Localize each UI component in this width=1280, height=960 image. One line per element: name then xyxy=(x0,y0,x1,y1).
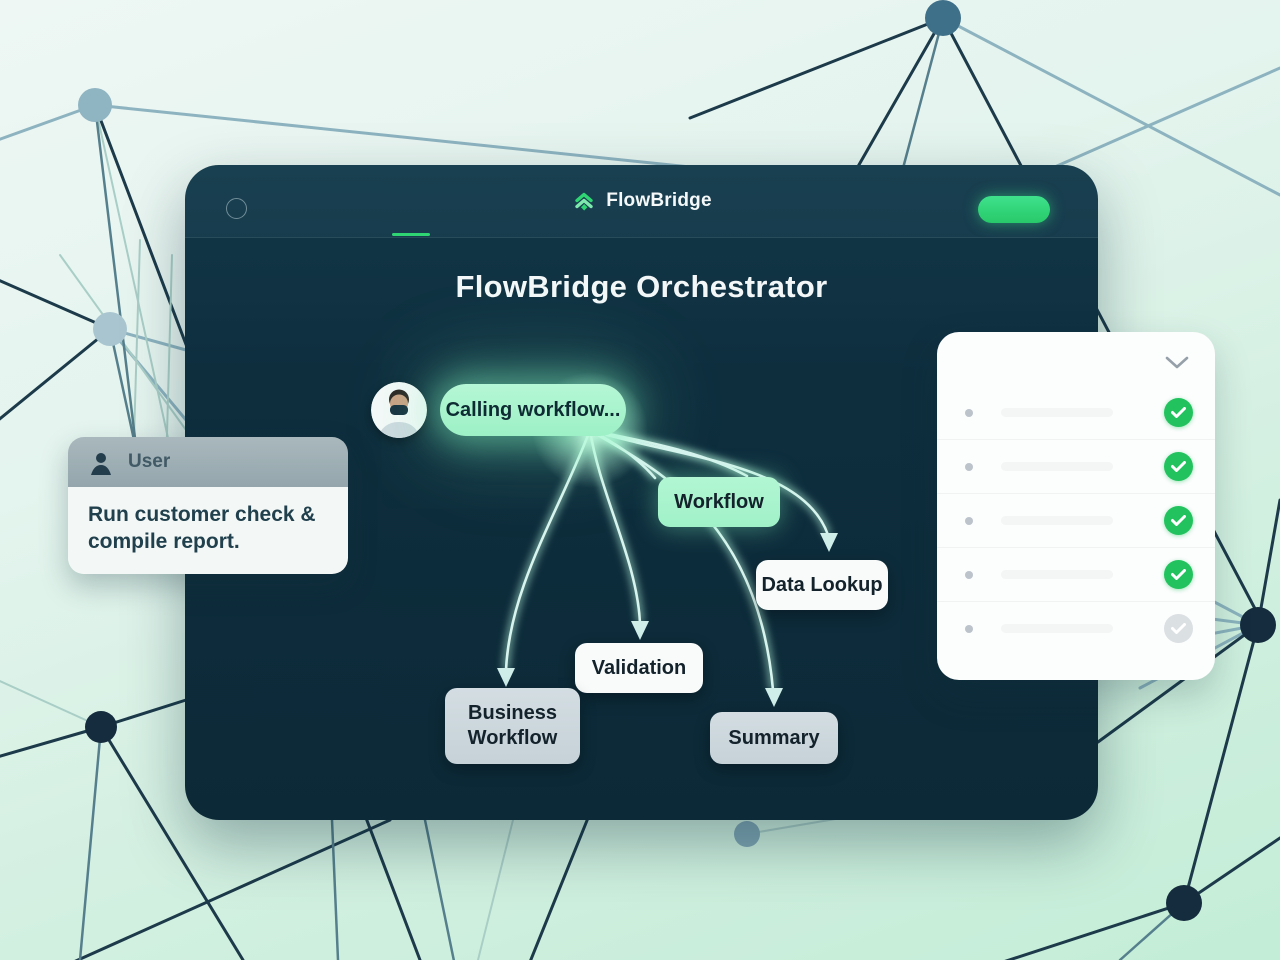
check-icon xyxy=(1164,452,1193,481)
checklist-rows xyxy=(937,386,1215,655)
bullet-dot-icon xyxy=(965,624,973,633)
avatar xyxy=(371,382,427,438)
node-summary[interactable]: Summary xyxy=(710,712,838,764)
item-placeholder xyxy=(1001,624,1113,633)
checklist-item[interactable] xyxy=(937,493,1215,547)
item-placeholder xyxy=(1001,408,1113,417)
user-card-header: User xyxy=(68,437,348,487)
primary-cta-button[interactable] xyxy=(978,196,1050,223)
node-data-lookup[interactable]: Data Lookup xyxy=(756,560,888,610)
checklist-item[interactable] xyxy=(937,386,1215,439)
check-icon xyxy=(1164,614,1193,643)
window-header: FlowBridge xyxy=(185,165,1098,238)
checklist-item[interactable] xyxy=(937,601,1215,655)
chat-bubble: Calling workflow... xyxy=(440,384,626,436)
logo-text: FlowBridge xyxy=(606,190,712,211)
item-placeholder xyxy=(1001,516,1113,525)
bullet-dot-icon xyxy=(965,570,973,579)
network-node-circles xyxy=(78,0,1276,921)
bullet-dot-icon xyxy=(965,408,973,417)
bullet-dot-icon xyxy=(965,462,973,471)
node-workflow[interactable]: Workflow xyxy=(658,477,780,527)
task-checklist-panel xyxy=(937,332,1215,680)
page-title: FlowBridge Orchestrator xyxy=(455,269,828,304)
node-business-workflow[interactable]: Business Workflow xyxy=(445,688,580,764)
item-placeholder xyxy=(1001,570,1113,579)
flowbridge-logo-icon xyxy=(575,192,593,211)
active-tab-indicator xyxy=(392,233,430,236)
user-role-label: User xyxy=(128,451,171,472)
logo: FlowBridge xyxy=(185,165,1098,237)
user-message: Run customer check & compile report. xyxy=(68,487,348,574)
status-circle-icon[interactable] xyxy=(226,198,247,219)
node-validation[interactable]: Validation xyxy=(575,643,703,693)
user-icon xyxy=(91,453,111,475)
check-icon xyxy=(1164,506,1193,535)
checklist-item[interactable] xyxy=(937,547,1215,601)
chevron-down-icon[interactable] xyxy=(1165,356,1189,369)
check-icon xyxy=(1164,560,1193,589)
checklist-item[interactable] xyxy=(937,439,1215,493)
item-placeholder xyxy=(1001,462,1113,471)
user-prompt-card: User Run customer check & compile report… xyxy=(68,437,348,574)
check-icon xyxy=(1164,398,1193,427)
bullet-dot-icon xyxy=(965,516,973,525)
